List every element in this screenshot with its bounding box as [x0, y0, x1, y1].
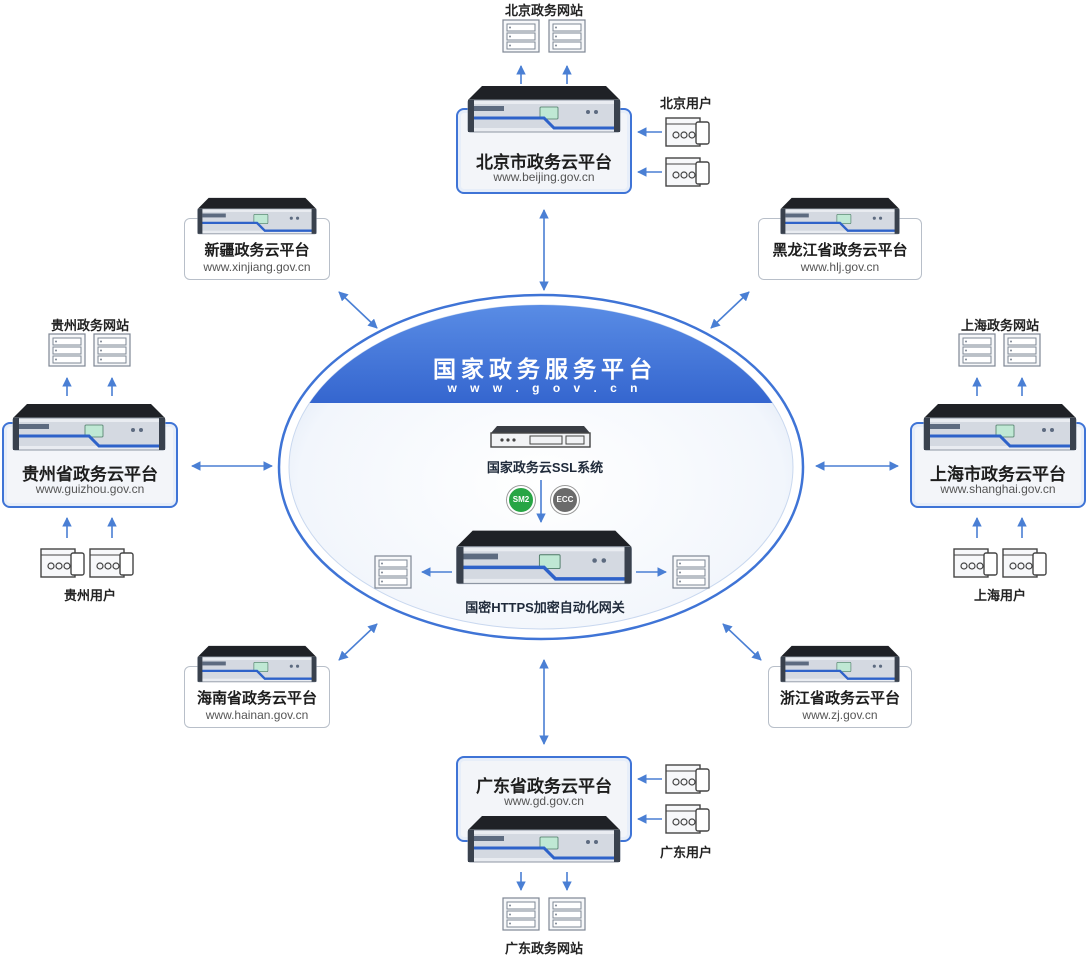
link-zhejiang	[722, 623, 762, 661]
user-device-icon	[953, 548, 998, 578]
guizhou-sites-label: 贵州政务网站	[50, 318, 129, 333]
website-icon	[93, 333, 131, 367]
website-icon	[548, 19, 586, 53]
website-icon	[374, 555, 412, 589]
website-icon	[548, 897, 586, 931]
user-device-icon	[665, 764, 710, 794]
link-heilongjiang	[710, 291, 750, 329]
shanghai-users-label: 上海用户	[973, 588, 1026, 603]
website-icon	[502, 897, 540, 931]
beijing-users-label: 北京用户	[659, 96, 712, 111]
guangdong-sites-label: 广东政务网站	[504, 941, 583, 956]
connections	[62, 65, 1027, 891]
user-device-icon	[40, 548, 85, 578]
ssl-system-label: 国家政务云SSL系统	[486, 460, 604, 475]
guizhou-users-label: 贵州用户	[63, 588, 116, 603]
user-device-icon	[89, 548, 134, 578]
user-device-icon	[1002, 548, 1047, 578]
ssl-device-icon	[490, 426, 591, 448]
website-icon	[958, 333, 996, 367]
shanghai-sites-label: 上海政务网站	[960, 318, 1039, 333]
ecc-badge-icon: ECC	[551, 486, 579, 514]
gateway-label: 国密HTTPS加密自动化网关	[465, 600, 625, 615]
sm2-badge-icon: SM2	[507, 486, 535, 514]
website-icon	[48, 333, 86, 367]
link-hainan	[338, 623, 378, 661]
central-platform	[277, 293, 805, 641]
center-url: w w w . g o v . c n	[447, 381, 643, 395]
website-icon	[502, 19, 540, 53]
center-title: 国家政务服务平台	[433, 356, 657, 382]
website-icon	[1003, 333, 1041, 367]
user-device-icon	[665, 804, 710, 834]
guangdong-users-label: 广东用户	[659, 845, 712, 860]
link-xinjiang	[338, 291, 378, 329]
website-icon	[672, 555, 710, 589]
user-device-icon	[665, 157, 710, 187]
beijing-sites-label: 北京政务网站	[504, 3, 583, 18]
user-device-icon	[665, 117, 710, 147]
